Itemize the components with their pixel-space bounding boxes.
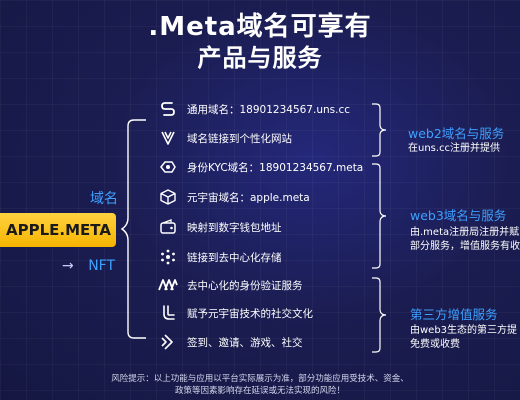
service-item-label: 签到、邀请、游戏、社交 (187, 336, 303, 349)
game-invite-icon (158, 332, 178, 352)
service-item-kyc-domain: 身份KYC域名：18901234567.meta (158, 156, 363, 178)
decentralized-storage-icon (158, 247, 178, 267)
group-desc-web3-line-2: 部分服务，增值服务有收 (410, 241, 520, 252)
service-item-social-culture: 赋予元宇宙技术的社交文化 (158, 302, 313, 324)
page-title-line-1: .Meta域名可享有 (148, 12, 372, 42)
service-item-label: 域名链接到个性化网站 (187, 132, 292, 145)
group-desc-third-party-line-1: 由web3生态的第三方提 (410, 325, 518, 336)
did-identity-icon (158, 275, 178, 295)
service-item-label: 通用域名：18901234567.uns.cc (187, 103, 350, 116)
group-desc-web3-line-1: 由.meta注册局注册并赋 (410, 227, 520, 238)
service-item-personal-website: 域名链接到个性化网站 (158, 127, 292, 149)
group-title-web2: web2域名与服务 (408, 126, 505, 141)
service-item-did-verification: 去中心化的身份验证服务 (158, 274, 303, 296)
group-desc-web2: 在uns.cc注册并提供 (408, 143, 501, 154)
web2-brace (372, 103, 387, 157)
third-party-brace (372, 277, 387, 353)
arrow-right-icon: → (62, 258, 74, 274)
s-logo-icon (158, 99, 178, 119)
group-desc-third-party-line-2: 免费或收费 (410, 339, 460, 350)
wallet-link-icon (158, 217, 178, 237)
service-item-label: 元宇宙域名：apple.meta (187, 191, 310, 204)
metaverse-cube-icon (158, 187, 178, 207)
web3-brace (372, 163, 387, 269)
group-title-web3: web3域名与服务 (410, 208, 507, 223)
service-item-label: 赋予元宇宙技术的社交文化 (187, 307, 313, 320)
nft-label-row: → NFT (62, 258, 115, 274)
domain-label: 域名 (90, 191, 118, 207)
service-item-universal-domain: 通用域名：18901234567.uns.cc (158, 98, 350, 120)
nft-label: NFT (88, 258, 116, 274)
group-title-third-party: 第三方增值服务 (410, 307, 498, 322)
page-title-line-2: 产品与服务 (197, 44, 323, 72)
service-item-wallet-mapping: 映射到数字钱包地址 (158, 216, 282, 238)
risk-disclaimer-line-2: 政策等因素影响存在延误或无法实现的风险！ (174, 386, 345, 396)
social-culture-icon (158, 303, 178, 323)
risk-disclaimer-line-1: 风险提示：以上功能与应用以平台实际展示为准，部分功能应用受技术、资金、 (111, 374, 409, 384)
service-item-decentralized-storage: 链接到去中心化存储 (158, 246, 282, 268)
apple-meta-badge: APPLE.META (0, 213, 116, 247)
service-item-games-social: 签到、邀请、游戏、社交 (158, 331, 303, 353)
kyc-id-icon (158, 157, 178, 177)
main-bracket (120, 119, 146, 339)
service-item-label: 身份KYC域名：18901234567.meta (187, 161, 364, 174)
service-item-label: 映射到数字钱包地址 (187, 221, 282, 234)
service-item-label: 链接到去中心化存储 (187, 251, 282, 264)
v-logo-icon (158, 128, 178, 148)
service-item-metaverse-domain: 元宇宙域名：apple.meta (158, 186, 310, 208)
risk-disclaimer: 风险提示：以上功能与应用以平台实际展示为准，部分功能应用受技术、资金、 政策等因… (0, 373, 520, 397)
service-item-label: 去中心化的身份验证服务 (187, 279, 303, 292)
